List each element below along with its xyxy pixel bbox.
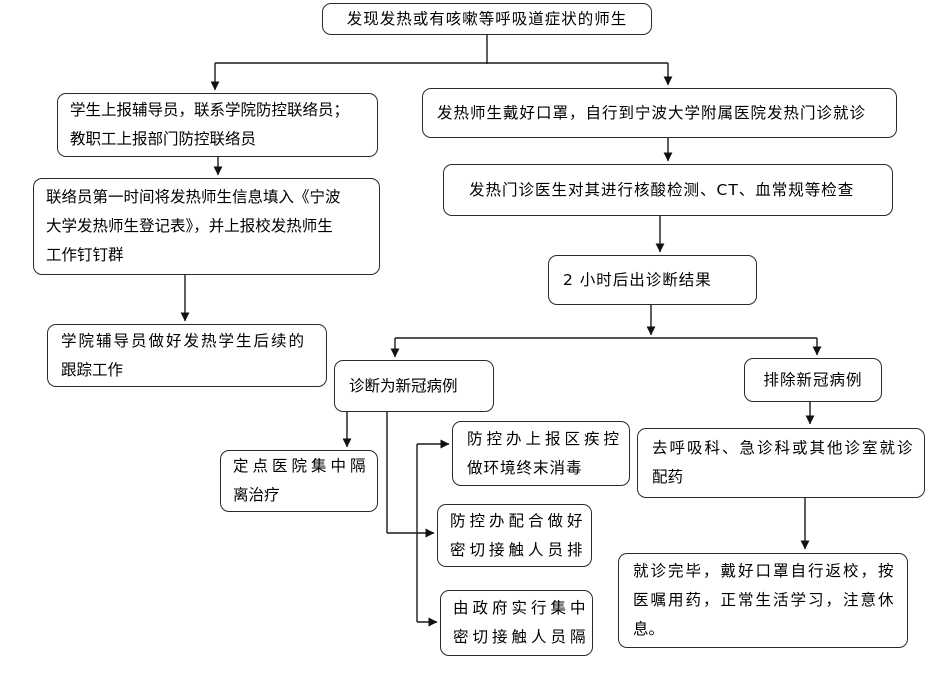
node-gov-centralized-quarantine: 由政府实行集中 密切接触人员隔 <box>440 590 593 656</box>
connector-lines <box>215 35 817 622</box>
node-report-district-cdc: 防控办上报区疾控 做环境终末消毒 <box>452 421 630 486</box>
node-counselor-followup: 学院辅导员做好发热学生后续的 跟踪工作 <box>47 324 327 387</box>
node-liaison-register: 联络员第一时间将发热师生信息填入《宁波 大学发热师生登记表》，并上报校发热师生 … <box>33 178 380 275</box>
node-go-fever-clinic: 发热师生戴好口罩，自行到宁波大学附属医院发热门诊就诊 <box>422 88 897 138</box>
node-diagnosed-covid: 诊断为新冠病例 <box>334 360 494 412</box>
node-excluded-covid: 排除新冠病例 <box>744 358 882 402</box>
node-student-report: 学生上报辅导员，联系学院防控联络员； 教职工上报部门防控联络员 <box>57 93 378 157</box>
node-other-dept-visit: 去呼吸科、急诊科或其他诊室就诊 配药 <box>637 428 925 498</box>
node-return-to-campus: 就诊完毕，戴好口罩自行返校，按 医嘱用药，正常生活学习，注意休 息。 <box>618 553 908 648</box>
node-result-2h: 2 小时后出诊断结果 <box>548 255 757 305</box>
node-close-contact-screening: 防控办配合做好 密切接触人员排 <box>437 504 592 567</box>
node-symptom-found: 发现发热或有咳嗽等呼吸道症状的师生 <box>322 3 652 35</box>
node-designated-hospital-isolation: 定点医院集中隔 离治疗 <box>220 450 378 512</box>
node-clinic-tests: 发热门诊医生对其进行核酸检测、CT、血常规等检查 <box>443 164 893 216</box>
